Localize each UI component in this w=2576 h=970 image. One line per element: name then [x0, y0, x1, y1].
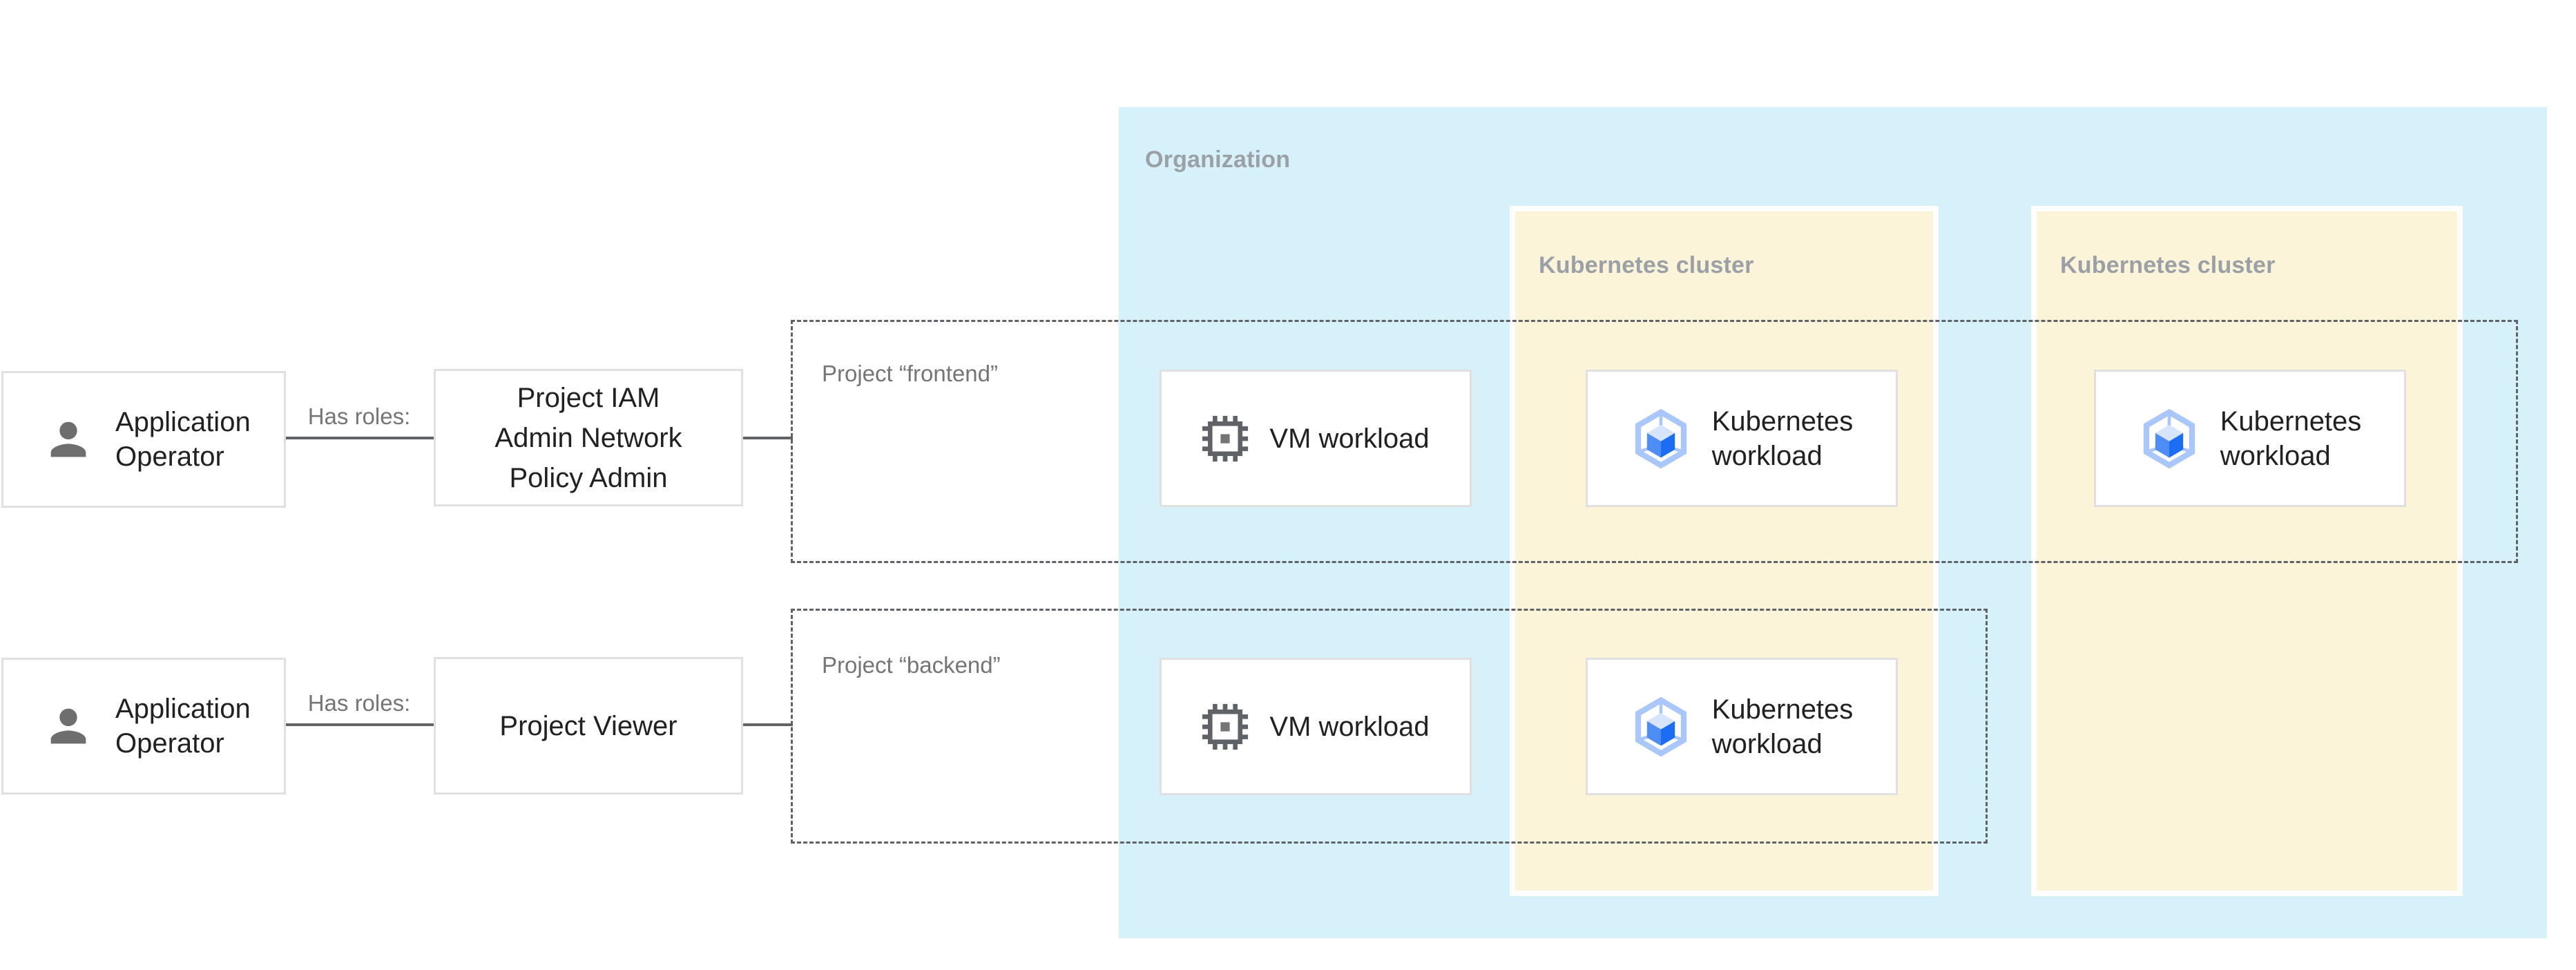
- vm-workload-label: VM workload: [1269, 423, 1430, 454]
- project-frontend-label: Project “frontend”: [822, 361, 998, 386]
- kubernetes-workload-box-frontend-cluster2: Kubernetes workload: [2094, 370, 2406, 507]
- connector-role-to-project-top: [742, 437, 793, 439]
- kubernetes-workload-label: Kubernetes workload: [2220, 406, 2362, 471]
- role-label-project-iam-admin: Project IAM Admin Network Policy Admin: [494, 382, 682, 493]
- gke-hexagon-icon: [1631, 408, 1691, 469]
- has-roles-label-bottom: Has roles:: [307, 690, 411, 716]
- vm-workload-label: VM workload: [1269, 711, 1430, 742]
- vm-workload-box-frontend: VM workload: [1160, 370, 1472, 507]
- kubernetes-workload-label: Kubernetes workload: [1711, 694, 1854, 759]
- vm-workload-box-backend: VM workload: [1160, 658, 1472, 795]
- organization-label: Organization: [1145, 146, 1291, 173]
- gke-hexagon-icon: [1631, 696, 1691, 757]
- connector-role-to-project-bottom: [742, 723, 793, 726]
- kubernetes-cluster-left-label: Kubernetes cluster: [1539, 252, 1754, 278]
- application-operator-label: Application Operator: [115, 407, 251, 472]
- has-roles-label-top: Has roles:: [307, 403, 411, 429]
- kubernetes-workload-box-backend-cluster1: Kubernetes workload: [1586, 658, 1898, 795]
- kubernetes-workload-box-frontend-cluster1: Kubernetes workload: [1586, 370, 1898, 507]
- person-icon: [42, 413, 95, 466]
- kubernetes-workload-label: Kubernetes workload: [1711, 406, 1854, 471]
- kubernetes-cluster-right-label: Kubernetes cluster: [2060, 252, 2276, 278]
- application-operator-box-bottom: Application Operator: [1, 658, 286, 795]
- project-backend-label: Project “backend”: [822, 652, 1001, 678]
- connector-actor-to-role-top: [285, 437, 434, 439]
- role-box-project-iam-admin: Project IAM Admin Network Policy Admin: [434, 369, 743, 506]
- role-box-project-viewer: Project Viewer: [434, 657, 743, 795]
- chip-icon: [1202, 415, 1249, 462]
- role-label-project-viewer: Project Viewer: [499, 710, 677, 741]
- application-operator-box-top: Application Operator: [1, 371, 286, 508]
- person-icon: [42, 700, 95, 752]
- chip-icon: [1202, 703, 1249, 750]
- connector-actor-to-role-bottom: [285, 723, 434, 726]
- gke-hexagon-icon: [2139, 408, 2200, 469]
- project-backend-boundary: [791, 609, 1988, 844]
- application-operator-label: Application Operator: [115, 694, 251, 759]
- project-frontend-boundary: [791, 320, 2518, 563]
